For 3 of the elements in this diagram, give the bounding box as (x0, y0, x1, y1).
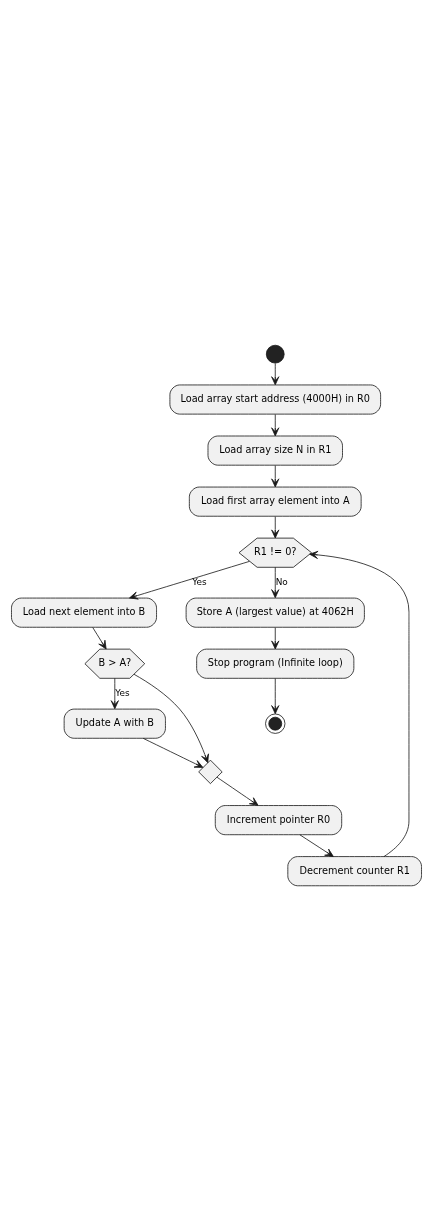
edge-label: Yes (115, 687, 130, 698)
edge-label: No (275, 576, 288, 587)
edge-label: Yes (192, 576, 207, 587)
